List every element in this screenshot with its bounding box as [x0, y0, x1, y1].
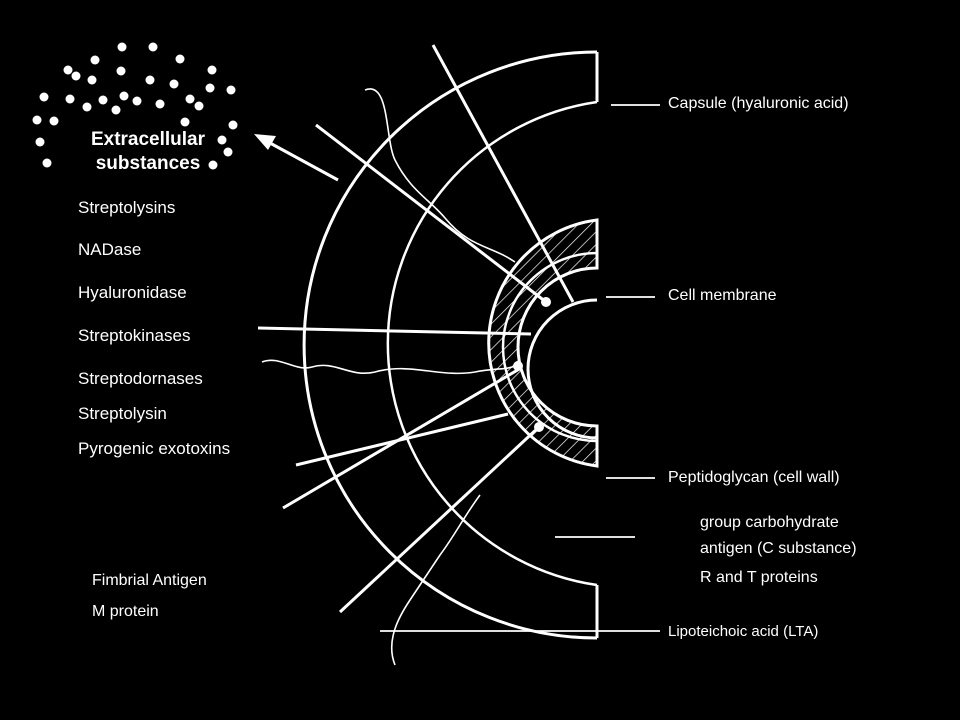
left-item-streptodornases: Streptodornases — [78, 369, 203, 388]
left-item-pyrogenic-exotoxins: Pyrogenic exotoxins — [78, 439, 231, 458]
fimbrial-label-line2: M protein — [92, 603, 159, 620]
extracellular-title-line2: substances — [95, 153, 201, 174]
fimbrial-label-line1: Fimbrial Antigen — [92, 572, 207, 589]
label-pointers — [380, 104, 660, 632]
extracellular-dot — [111, 105, 121, 115]
cell-membrane-label: Cell membrane — [668, 287, 777, 304]
wavy-fibrils — [261, 88, 516, 666]
extracellular-dot — [132, 96, 142, 106]
extracellular-dot — [116, 66, 126, 76]
extracellular-dot — [217, 135, 227, 145]
r-t-proteins-label: R and T proteins — [700, 569, 818, 586]
cell-membrane-arc — [526, 298, 598, 440]
extracellular-dot — [185, 94, 195, 104]
peptidoglycan-label: Peptidoglycan (cell wall) — [668, 469, 840, 486]
group-carbohydrate-label-line2: antigen (C substance) — [700, 540, 857, 557]
wall-inner-arc — [501, 251, 598, 443]
extracellular-dot — [226, 85, 236, 95]
left-item-streptolysin: Streptolysin — [78, 404, 167, 423]
extracellular-dot — [39, 92, 49, 102]
extracellular-dot — [71, 71, 81, 81]
peptidoglycan-band — [487, 218, 599, 468]
extracellular-dot — [90, 55, 100, 65]
left-item-hyaluronidase: Hyaluronidase — [78, 283, 187, 302]
extracellular-dot — [65, 94, 75, 104]
extracellular-dots — [32, 42, 238, 170]
wall-outer-arc — [386, 100, 598, 587]
structural-lines — [257, 44, 575, 614]
release-arrow — [254, 134, 339, 182]
capsule-layer — [302, 50, 599, 640]
lta-label: Lipoteichoic acid (LTA) — [668, 623, 819, 640]
extracellular-dot — [82, 102, 92, 112]
extracellular-title-line1: Extracellular — [90, 129, 206, 150]
capsule-label: Capsule (hyaluronic acid) — [668, 95, 849, 112]
extracellular-dot — [175, 54, 185, 64]
extracellular-dot — [145, 75, 155, 85]
extracellular-dot — [98, 95, 108, 105]
extracellular-dot — [49, 116, 59, 126]
extracellular-dot — [194, 101, 204, 111]
extracellular-dot — [63, 65, 73, 75]
extracellular-dot — [169, 79, 179, 89]
extracellular-dot — [205, 83, 215, 93]
extracellular-dot — [208, 160, 218, 170]
extracellular-dot — [87, 75, 97, 85]
extracellular-dot — [32, 115, 42, 125]
extracellular-dot — [180, 117, 190, 127]
extracellular-dot — [207, 65, 217, 75]
extracellular-dot — [223, 147, 233, 157]
group-carbohydrate-label-line1: group carbohydrate — [700, 514, 839, 531]
extracellular-dot — [117, 42, 127, 52]
left-item-streptolysins: Streptolysins — [78, 198, 176, 217]
extracellular-dot — [228, 120, 238, 130]
extracellular-dot — [119, 91, 129, 101]
left-item-streptokinases: Streptokinases — [78, 326, 191, 345]
extracellular-dot — [35, 137, 45, 147]
extracellular-dot — [155, 99, 165, 109]
extracellular-dot — [42, 158, 52, 168]
extracellular-dot — [148, 42, 158, 52]
left-item-nadase: NADase — [78, 240, 142, 259]
